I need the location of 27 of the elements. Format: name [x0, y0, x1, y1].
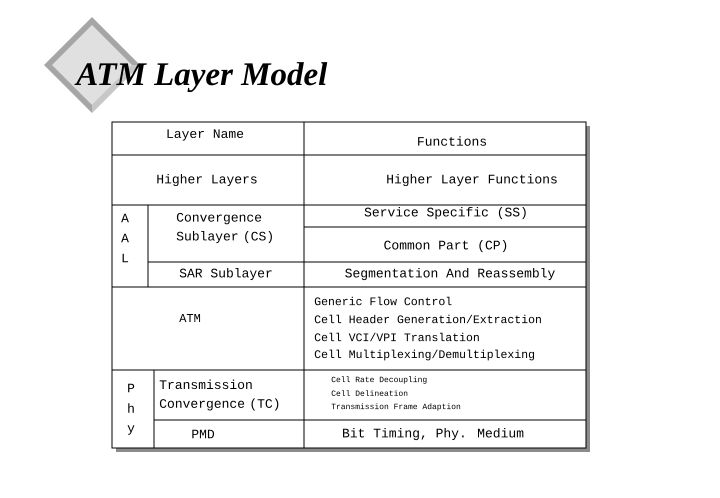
cell-text: Cell Header Generation/Extraction [314, 314, 541, 324]
cell-text: Cell Delineation [332, 390, 408, 396]
cell-text: A [121, 234, 129, 242]
cell-text: Service Specific (SS) [364, 206, 526, 220]
cell-text: Higher Layer Functions [387, 174, 557, 186]
cell-text: PMD [192, 430, 214, 438]
cell-text: h [128, 403, 134, 413]
cell-text: Transmission Frame Adaption [332, 403, 460, 411]
cell-text: Generic Flow Control [314, 296, 452, 306]
cell-text: ATM [179, 314, 200, 322]
cell-text: Cell VCI/VPI Translation [314, 332, 479, 342]
cell-text: y [128, 425, 134, 435]
cell-text: Cell Multiplexing/Demultiplexing [314, 350, 534, 360]
cell-text: Transmission Convergence (TC) [160, 380, 278, 410]
cell-text: SAR Sublayer [180, 268, 272, 280]
cell-text: A [121, 214, 129, 222]
cell-text: Bit Timing, Phy. Medium [343, 428, 524, 440]
cell-text: L [122, 254, 128, 262]
title: ATM Layer Model [74, 62, 328, 92]
cell-text: Common Part (CP) [384, 240, 506, 252]
cell-text: P [128, 384, 134, 392]
cell-text: Layer Name [168, 129, 244, 141]
cell-text: Convergence Sublayer (CS) [176, 212, 272, 244]
cell-text: Higher Layers [157, 174, 257, 186]
cell-text: Segmentation And Reassembly [345, 268, 555, 280]
cell-text: Functions [418, 136, 486, 146]
cell-text: Cell Rate Decoupling [332, 376, 427, 384]
